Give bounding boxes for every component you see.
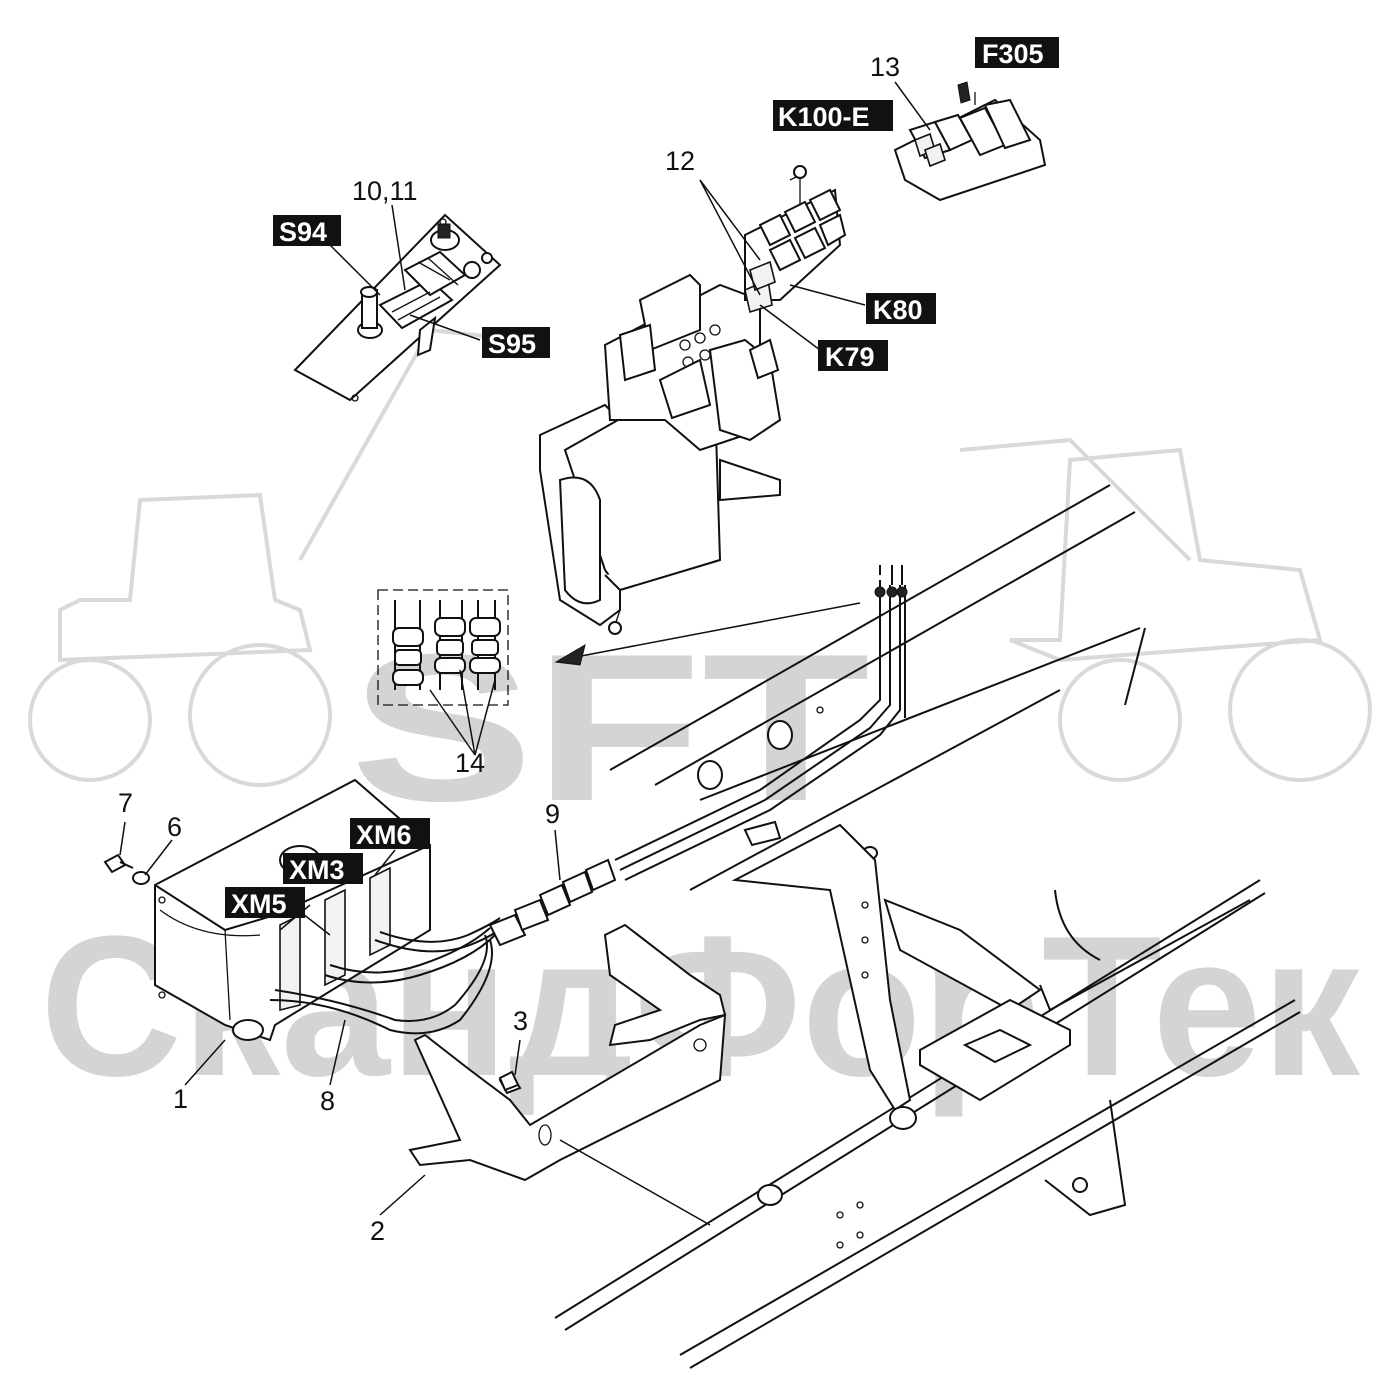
chassis-frame: [554, 484, 1301, 1369]
watermark-tractor-right-icon: [959, 437, 1372, 782]
connector-detail: [377, 589, 861, 706]
callout-12: 12: [665, 146, 695, 176]
tag-k100-e: K100-E: [773, 100, 893, 132]
tag-f305: F305: [975, 37, 1059, 69]
tag-xm3: XM3: [283, 853, 363, 885]
reference-tags: F305 K100-E S94 S95 K80 K79 XM6 XM3: [225, 37, 1059, 919]
svg-text:S94: S94: [279, 217, 327, 247]
leader-lines: [119, 81, 931, 1226]
ecu-assembly: [539, 165, 847, 635]
svg-text:K100-E: K100-E: [778, 102, 870, 132]
mounting-bracket: [731, 820, 1071, 1130]
callout-7: 7: [118, 788, 133, 818]
svg-text:XM6: XM6: [356, 820, 412, 850]
callout-9: 9: [545, 799, 560, 829]
tag-s94: S94: [273, 215, 341, 247]
svg-text:F305: F305: [982, 39, 1044, 69]
callout-10-11: 10,11: [352, 176, 418, 206]
svg-text:K79: K79: [825, 342, 875, 372]
svg-text:XM3: XM3: [289, 855, 345, 885]
tag-k80: K80: [866, 293, 936, 325]
svg-text:S95: S95: [488, 329, 536, 359]
callout-6: 6: [167, 812, 182, 842]
callout-8: 8: [320, 1086, 335, 1116]
tag-s95: S95: [482, 327, 550, 359]
callouts: 1 2 3 6 7 8 9 10,11 12 13 14: [118, 52, 900, 1246]
callout-1: 1: [173, 1084, 188, 1114]
cable-harness: [269, 565, 908, 1035]
callout-2: 2: [370, 1216, 385, 1246]
callout-14: 14: [455, 748, 485, 778]
bolt: [103, 853, 134, 874]
relay-block: [893, 81, 1047, 202]
svg-text:XM5: XM5: [231, 889, 287, 919]
svg-text:K80: K80: [873, 295, 923, 325]
callout-13: 13: [870, 52, 900, 82]
tag-xm5: XM5: [225, 887, 305, 919]
tag-xm6: XM6: [350, 818, 430, 850]
bolt-3: [498, 1070, 520, 1092]
callout-3: 3: [513, 1006, 528, 1036]
watermark-logo: SFT: [350, 610, 870, 845]
tag-k79: K79: [818, 340, 888, 372]
control-panel: [293, 213, 502, 402]
